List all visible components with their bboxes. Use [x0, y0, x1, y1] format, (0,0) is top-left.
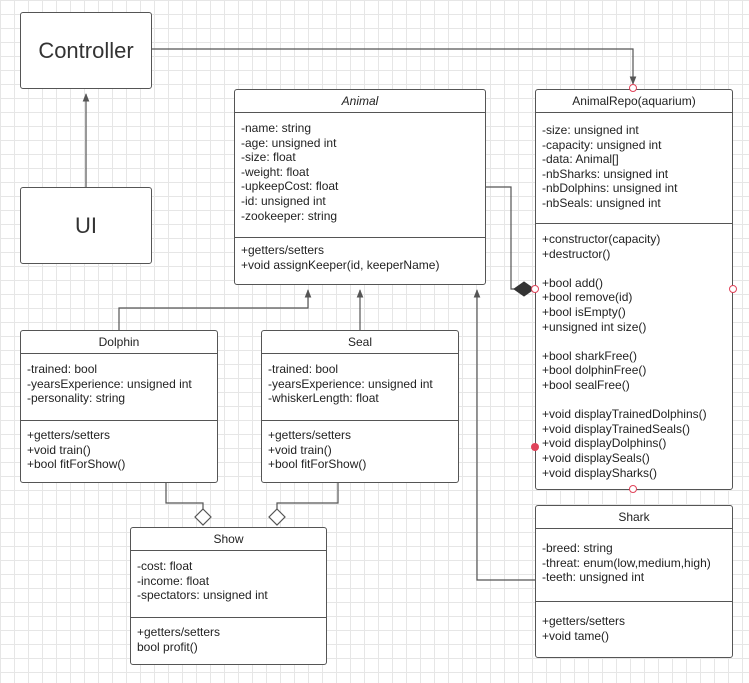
- shark-methods: +getters/setters+void tame(): [536, 601, 732, 648]
- show-class-title: Show: [131, 528, 326, 551]
- class-member: -id: unsigned int: [241, 193, 326, 208]
- class-member: +bool dolphinFree(): [542, 363, 647, 378]
- repo-methods: +constructor(capacity)+destructor() +bool…: [536, 223, 732, 485]
- seal-show-aggregation-diamond: [268, 508, 286, 526]
- dolphin-attributes: -trained: bool-yearsExperience: unsigned…: [21, 354, 217, 420]
- class-member: +getters/setters: [268, 428, 352, 442]
- class-member: -age: unsigned int: [241, 135, 337, 150]
- class-member: -upkeepCost: float: [241, 179, 339, 194]
- dolphin-show-aggregation-diamond: [194, 508, 212, 526]
- animal-class-title: Animal: [235, 90, 485, 113]
- class-member: -personality: string: [27, 391, 126, 406]
- class-member: +destructor(): [542, 246, 611, 261]
- animal-to-repo-connector[interactable]: [486, 186, 514, 290]
- class-member: +bool isEmpty(): [542, 304, 626, 319]
- member-spacer: [542, 393, 726, 408]
- shark-class[interactable]: Shark -breed: string-threat: enum(low,me…: [535, 505, 733, 658]
- ui-box[interactable]: UI: [20, 187, 152, 264]
- dolphin-to-animal-connector[interactable]: [118, 289, 312, 330]
- repo-class[interactable]: AnimalRepo(aquarium) -size: unsigned int…: [535, 89, 733, 490]
- composition-diamond: [513, 281, 535, 297]
- class-member: +bool remove(id): [542, 290, 633, 305]
- dolphin-class[interactable]: Dolphin -trained: bool-yearsExperience: …: [20, 330, 218, 483]
- animal-attributes: -name: string-age: unsigned int-size: fl…: [235, 113, 485, 237]
- class-member: -nbDolphins: unsigned int: [542, 181, 678, 196]
- member-spacer: [542, 334, 726, 349]
- class-member: -yearsExperience: unsigned int: [27, 376, 192, 391]
- class-member: +void displayDolphins(): [542, 436, 667, 451]
- class-member: -nbSeals: unsigned int: [542, 195, 661, 210]
- class-member: -nbSharks: unsigned int: [542, 166, 669, 181]
- class-member: -threat: enum(low,medium,high): [542, 555, 711, 570]
- shark-class-title: Shark: [536, 506, 732, 529]
- class-member: +bool sharkFree(): [542, 348, 638, 363]
- class-member: +void tame(): [542, 628, 610, 643]
- dolphin-class-title: Dolphin: [21, 331, 217, 354]
- class-member: -trained: bool: [268, 362, 339, 376]
- class-member: -whiskerLength: float: [268, 391, 379, 406]
- class-member: -size: float: [241, 150, 296, 165]
- class-member: +unsigned int size(): [542, 319, 647, 334]
- member-spacer: [542, 261, 726, 276]
- class-member: -income: float: [137, 573, 210, 588]
- repo-attributes: -size: unsigned int-capacity: unsigned i…: [536, 113, 732, 223]
- class-member: +bool fitForShow(): [268, 457, 367, 472]
- show-class[interactable]: Show -cost: float-income: float-spectato…: [130, 527, 327, 665]
- class-member: -teeth: unsigned int: [542, 570, 645, 585]
- class-member: -data: Animal[]: [542, 152, 619, 167]
- show-attributes: -cost: float-income: float-spectators: u…: [131, 551, 326, 617]
- class-member: +void displayTrainedDolphins(): [542, 407, 707, 422]
- class-member: +getters/setters: [137, 625, 221, 639]
- controller-to-repo-connector[interactable]: [152, 48, 637, 85]
- class-member: +void train(): [268, 442, 332, 457]
- class-member: +void train(): [27, 442, 91, 457]
- class-member: +void displayTrainedSeals(): [542, 421, 690, 436]
- class-member: -cost: float: [137, 559, 193, 573]
- class-member: +getters/setters: [241, 243, 325, 257]
- animal-methods: +getters/setters+void assignKeeper(id, k…: [235, 237, 485, 277]
- class-member: -yearsExperience: unsigned int: [268, 376, 433, 391]
- class-member: -spectators: unsigned int: [137, 588, 268, 603]
- class-member: +bool fitForShow(): [27, 457, 126, 472]
- ui-label: UI: [75, 212, 97, 238]
- dolphin-to-show-connector[interactable]: [165, 483, 204, 510]
- dolphin-methods: +getters/setters+void train()+bool fitFo…: [21, 420, 217, 477]
- shark-to-animal-connector[interactable]: [473, 289, 535, 581]
- class-member: -trained: bool: [27, 362, 98, 376]
- class-member: bool profit(): [137, 639, 198, 654]
- class-member: +void assignKeeper(id, keeperName): [241, 257, 440, 272]
- seal-attributes: -trained: bool-yearsExperience: unsigned…: [262, 354, 458, 420]
- class-member: -weight: float: [241, 164, 310, 179]
- seal-class[interactable]: Seal -trained: bool-yearsExperience: uns…: [261, 330, 459, 483]
- class-member: +getters/setters: [542, 614, 626, 628]
- class-member: -capacity: unsigned int: [542, 137, 662, 152]
- shark-attributes: -breed: string-threat: enum(low,medium,h…: [536, 529, 732, 601]
- seal-to-show-connector[interactable]: [276, 483, 339, 510]
- class-member: +void displaySeals(): [542, 450, 650, 465]
- seal-methods: +getters/setters+void train()+bool fitFo…: [262, 420, 458, 477]
- seal-class-title: Seal: [262, 331, 458, 354]
- class-member: -name: string: [241, 121, 312, 135]
- class-member: +constructor(capacity): [542, 232, 661, 246]
- class-member: -size: unsigned int: [542, 123, 639, 137]
- class-member: +void displaySharks(): [542, 465, 658, 480]
- class-member: +bool sealFree(): [542, 377, 630, 392]
- controller-label: Controller: [38, 37, 134, 63]
- class-member: -zookeeper: string: [241, 208, 338, 223]
- controller-box[interactable]: Controller: [20, 12, 152, 89]
- class-member: +bool add(): [542, 275, 604, 290]
- animal-class[interactable]: Animal -name: string-age: unsigned int-s…: [234, 89, 486, 285]
- class-member: +getters/setters: [27, 428, 111, 442]
- class-member: -breed: string: [542, 541, 613, 555]
- repo-class-title: AnimalRepo(aquarium): [536, 90, 732, 113]
